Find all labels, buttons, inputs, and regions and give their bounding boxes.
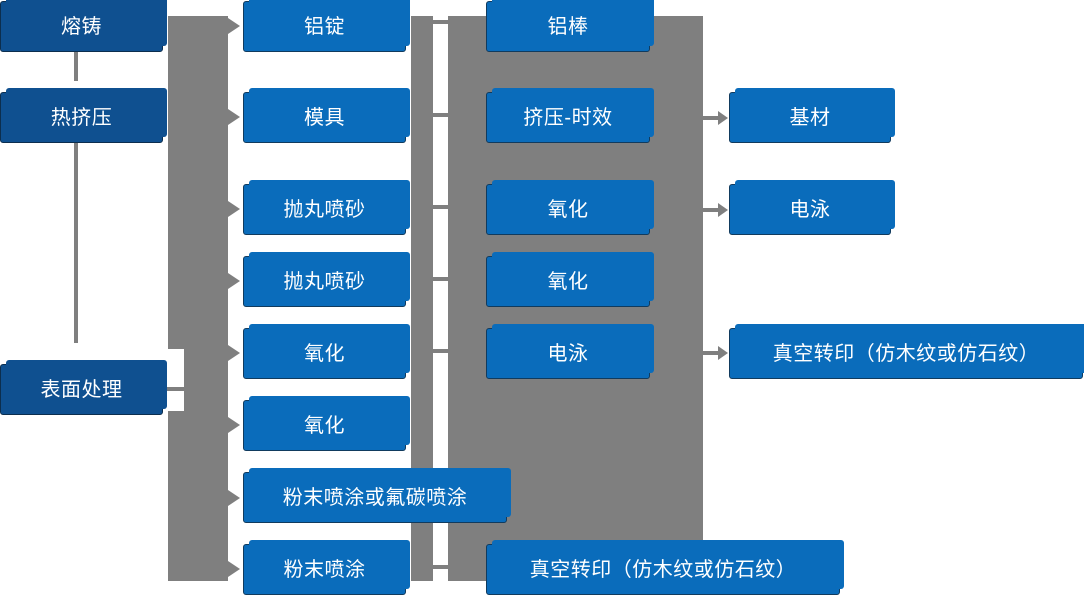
process-box-extrude-age[interactable]: 挤压-时效 <box>486 88 654 143</box>
process-label-powder: 粉末喷涂 <box>283 558 366 581</box>
process-box-electro-1[interactable]: 电泳 <box>486 324 654 379</box>
process-label-bar: 铝棒 <box>547 15 589 38</box>
arrow-band-to-vacuum-2 <box>703 346 728 360</box>
process-box-shotblast-1[interactable]: 抛丸喷砂 <box>243 180 410 235</box>
connector-drop-casting <box>74 51 78 81</box>
arrow-band-to-electro-2 <box>703 203 728 217</box>
process-box-ingot[interactable]: 铝锭 <box>243 0 410 52</box>
process-label-extrude-age: 挤压-时效 <box>523 106 613 129</box>
stage-box-extrusion[interactable]: 热挤压 <box>0 88 167 143</box>
stage-label-surface: 表面处理 <box>40 378 123 401</box>
stage-box-surface[interactable]: 表面处理 <box>0 360 167 415</box>
product-box-substrate[interactable]: 基材 <box>729 88 895 143</box>
process-box-powder-or-pvdf[interactable]: 粉末喷涂或氟碳喷涂 <box>243 468 511 523</box>
process-label-electro-1: 电泳 <box>547 342 589 365</box>
process-box-anodize-4[interactable]: 氧化 <box>486 252 654 307</box>
product-label-vacuum-2: 真空转印（仿木纹或仿石纹） <box>772 342 1040 365</box>
arrow-trunk-to-shotblast-1 <box>228 201 240 217</box>
arrow-trunk-to-anodize-1 <box>228 345 240 361</box>
process-box-anodize-2[interactable]: 氧化 <box>243 396 410 451</box>
process-box-bar[interactable]: 铝棒 <box>486 0 654 52</box>
process-label-shotblast-2: 抛丸喷砂 <box>283 270 366 293</box>
connector-trunk-notch <box>168 349 184 411</box>
arrow-trunk-to-powder-or-pvdf <box>228 490 240 506</box>
arrow-trunk-to-powder <box>228 561 240 577</box>
process-label-die: 模具 <box>304 106 345 129</box>
connector-drop-extrusion <box>74 143 78 343</box>
process-label-anodize-4: 氧化 <box>547 270 589 293</box>
process-box-anodize-3[interactable]: 氧化 <box>486 180 654 235</box>
connector-tie-6 <box>433 565 455 569</box>
arrow-trunk-to-die <box>228 109 240 125</box>
connector-trunk-left <box>168 16 228 581</box>
connector-stub-surface <box>163 387 203 391</box>
process-box-die[interactable]: 模具 <box>243 88 410 143</box>
connector-tie-5 <box>433 349 455 353</box>
product-box-vacuum-2[interactable]: 真空转印（仿木纹或仿石纹） <box>729 324 1084 379</box>
process-label-anodize-3: 氧化 <box>547 198 589 221</box>
process-label-anodize-1: 氧化 <box>304 342 345 365</box>
process-label-shotblast-1: 抛丸喷砂 <box>283 198 366 221</box>
product-box-electro-2[interactable]: 电泳 <box>729 180 895 235</box>
process-label-ingot: 铝锭 <box>304 15 345 38</box>
product-label-electro-2: 电泳 <box>789 198 831 221</box>
process-label-anodize-2: 氧化 <box>304 414 345 437</box>
process-box-anodize-1[interactable]: 氧化 <box>243 324 410 379</box>
connector-tie-3 <box>433 205 455 209</box>
process-label-powder-or-pvdf: 粉末喷涂或氟碳喷涂 <box>282 486 468 509</box>
arrow-trunk-to-anodize-2 <box>228 417 240 433</box>
arrow-band-to-substrate <box>703 111 728 125</box>
connector-tie-2 <box>433 113 455 117</box>
process-box-vacuum-1[interactable]: 真空转印（仿木纹或仿石纹） <box>486 540 844 595</box>
process-box-shotblast-2[interactable]: 抛丸喷砂 <box>243 252 410 307</box>
stage-label-extrusion: 热挤压 <box>50 106 113 129</box>
process-box-powder[interactable]: 粉末喷涂 <box>243 540 410 595</box>
stage-box-casting[interactable]: 熔铸 <box>0 0 167 52</box>
connector-rail-thin <box>411 16 433 581</box>
process-label-vacuum-1: 真空转印（仿木纹或仿石纹） <box>529 558 797 581</box>
stage-label-casting: 熔铸 <box>61 15 102 38</box>
product-label-substrate: 基材 <box>789 106 831 129</box>
arrow-trunk-to-shotblast-2 <box>228 273 240 289</box>
connector-tie-1 <box>433 20 455 24</box>
arrow-trunk-to-ingot <box>228 18 240 34</box>
connector-tie-4 <box>433 277 455 281</box>
